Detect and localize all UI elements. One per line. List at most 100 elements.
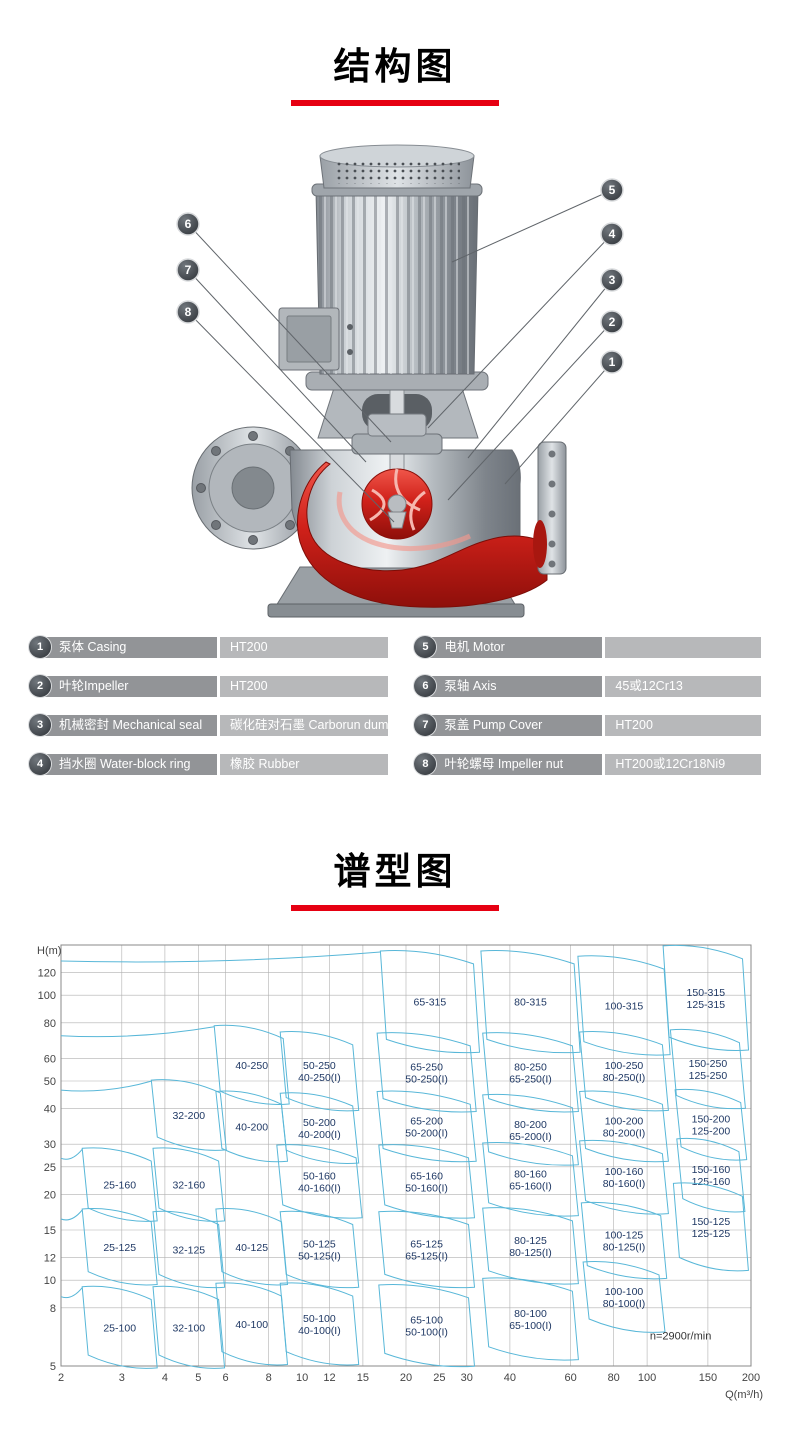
pump-model-label: 50-125 [303, 1239, 336, 1251]
y-tick-label: 30 [44, 1139, 56, 1151]
part-name: 泵体 Casing [40, 636, 217, 658]
spectrum-title: 谱型图 [333, 851, 457, 892]
pump-model-label: 100-125 [605, 1230, 644, 1242]
terminal-box [278, 307, 353, 371]
pump-model-label: 80-125 [514, 1235, 547, 1247]
part-material: HT200 [605, 714, 761, 736]
callout-number: 6 [185, 217, 192, 231]
pump-model-label: 25-125 [103, 1242, 136, 1254]
motor-flange [305, 371, 489, 391]
pump-model-label: 32-100 [172, 1322, 205, 1334]
pump-model-region [215, 1090, 289, 1163]
pump-model-label: 80-125(I) [509, 1247, 552, 1259]
callout-badge [176, 258, 200, 282]
pump-model-label: 80-200(I) [603, 1127, 646, 1139]
pump-model-label: 50-125(I) [298, 1251, 341, 1263]
pump-model-label: 65-160(I) [509, 1180, 552, 1192]
x-tick-label: 4 [162, 1372, 168, 1384]
x-axis-label: Q(m³/h) [725, 1389, 763, 1401]
pump-model-region [674, 1088, 748, 1161]
part-number-badge: 3 [29, 714, 51, 736]
y-tick-label: 15 [44, 1225, 56, 1237]
y-tick-label: 40 [44, 1104, 56, 1116]
pump-model-label: 50-250(I) [405, 1073, 448, 1085]
part-name: 泵轴 Axis [425, 675, 603, 697]
pump-model-region [213, 1024, 290, 1105]
pump-model-label: 125-200 [692, 1126, 731, 1138]
pump-model-label: 125-250 [689, 1070, 728, 1082]
callout-number: 7 [185, 263, 192, 277]
pump-model-label: 65-250 [410, 1061, 443, 1073]
part-number-badge: 5 [414, 636, 437, 658]
part-number-badge: 2 [29, 675, 51, 697]
pump-model-label: 50-100(I) [405, 1327, 448, 1339]
pump-model-label: 150-250 [689, 1058, 728, 1070]
y-tick-label: 10 [44, 1275, 56, 1287]
spectrum-section-header: 谱型图 [0, 841, 790, 911]
part-material: 橡胶 Rubber [220, 753, 389, 775]
motor-fan-cover [319, 144, 475, 189]
pump-model-region [482, 1142, 579, 1217]
pump-model-label: 80-160(I) [603, 1178, 646, 1190]
pump-model-region [579, 1090, 669, 1163]
x-tick-label: 3 [119, 1372, 125, 1384]
callout-number: 8 [185, 305, 192, 319]
pump-model-region [378, 1284, 476, 1368]
pump-model-label: 65-250(I) [509, 1073, 552, 1085]
x-tick-label: 30 [461, 1372, 473, 1384]
pump-model-label: 50-160(I) [405, 1182, 448, 1194]
pump-model-label: 65-160 [410, 1170, 443, 1182]
pump-model-label: 80-250 [514, 1061, 547, 1073]
pump-model-label: 80-100 [514, 1308, 547, 1320]
pump-model-region [579, 1139, 669, 1215]
pump-model-region [279, 1031, 360, 1112]
pump-model-region [669, 1028, 746, 1110]
pump-model-label: 80-315 [514, 997, 547, 1009]
pump-model-region [579, 1031, 669, 1112]
x-tick-label: 15 [357, 1372, 369, 1384]
pump-model-label: 150-200 [692, 1114, 731, 1126]
pump-model-region [152, 1210, 226, 1289]
pump-model-region [376, 1032, 477, 1113]
callout-badge [176, 300, 200, 324]
discharge-flange [533, 441, 567, 575]
pump-model-label: 40-100(I) [298, 1325, 341, 1337]
part-name: 电机 Motor [425, 636, 603, 658]
pump-model-region [152, 1147, 226, 1222]
part-number-badge: 1 [29, 636, 51, 658]
suction-flange [191, 426, 315, 550]
pump-model-label: 80-200 [514, 1119, 547, 1131]
part-material: HT200或12Cr18Ni9 [605, 753, 761, 775]
x-tick-label: 60 [564, 1372, 576, 1384]
pump-model-region [672, 1182, 749, 1272]
part-number-badge: 8 [414, 753, 437, 775]
y-tick-label: 60 [44, 1053, 56, 1065]
pump-model-region [480, 950, 581, 1054]
pump-model-region [279, 1282, 360, 1366]
pump-model-label: 100-250 [605, 1060, 644, 1072]
y-tick-label: 8 [50, 1303, 56, 1315]
part-name: 叶轮Impeller [40, 675, 217, 697]
pump-model-label: 150-315 [687, 987, 726, 999]
pump-model-region [150, 1079, 227, 1151]
part-material: HT200 [220, 675, 389, 697]
pump-model-label: 40-250(I) [298, 1072, 341, 1084]
pump-model-label: 150-125 [692, 1216, 731, 1228]
pump-model-label: 50-200 [303, 1117, 336, 1129]
impeller-nut [387, 511, 407, 529]
pump-model-region [215, 1208, 289, 1286]
y-tick-label: 120 [38, 968, 56, 980]
x-tick-label: 12 [323, 1372, 335, 1384]
pump-model-label: 65-125 [410, 1239, 443, 1251]
pump-model-label: 40-200 [235, 1121, 268, 1133]
